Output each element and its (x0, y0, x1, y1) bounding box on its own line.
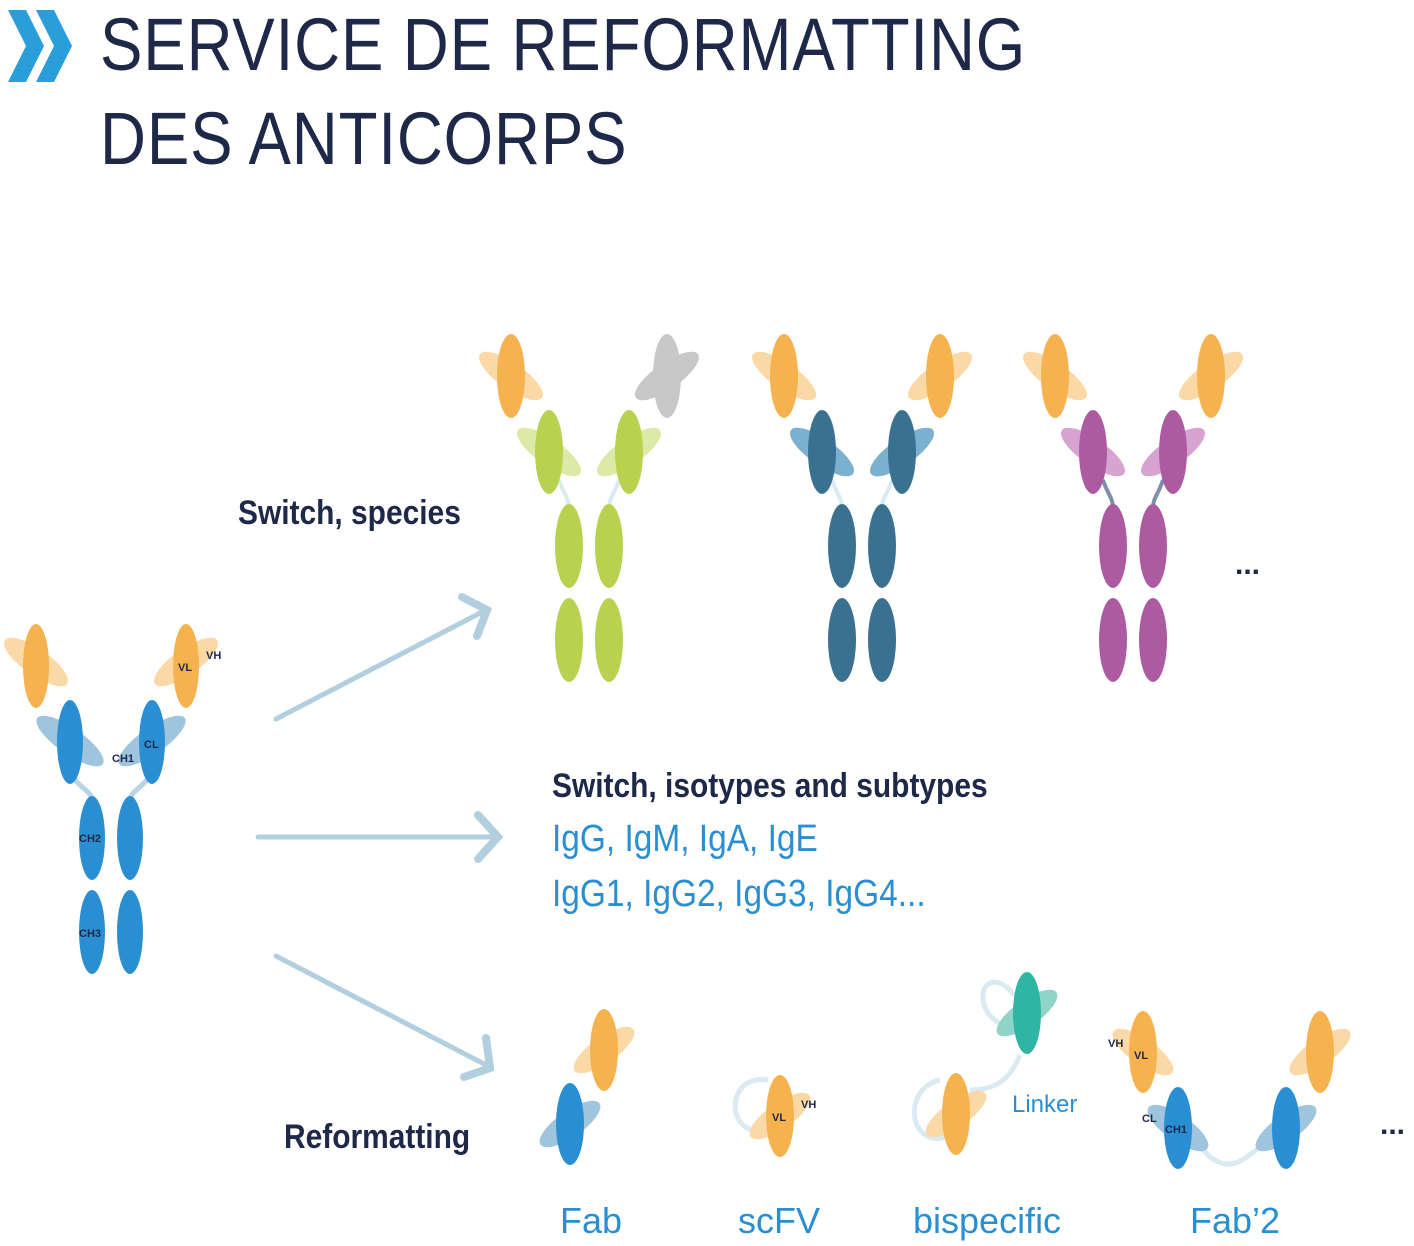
format-label-fab2: Fab’2 (1190, 1200, 1281, 1241)
bispecific-format: Linker (911, 972, 1077, 1155)
vh-label: VH (206, 650, 221, 662)
fab2-ch1-label: CH1 (1165, 1124, 1187, 1136)
ch2-domain-right (595, 504, 623, 588)
ch1-domain-left (57, 700, 83, 784)
ch1-domain-right (1159, 410, 1187, 494)
ch1-domain-left (535, 410, 563, 494)
ch2-label: CH2 (79, 833, 101, 845)
page-title-line-2: DES ANTICORPS (100, 97, 628, 180)
ch2-domain-left (555, 504, 583, 588)
ch2-domain-right (1139, 504, 1167, 588)
vl-domain-right (926, 334, 954, 418)
species-ellipsis: ... (1235, 548, 1260, 581)
ch1-domain-left (1079, 410, 1107, 494)
ch1-domain-right (139, 700, 165, 784)
ch3-domain-left (828, 598, 856, 682)
ch3-domain-left (555, 598, 583, 682)
ch1-label: CH1 (112, 753, 134, 765)
ch3-domain-left (1099, 598, 1127, 682)
ch3-domain-right (595, 598, 623, 682)
ch1-domain-left (808, 410, 836, 494)
isotype-switch-label: Switch, isotypes and subtypes (552, 767, 988, 805)
ch2-domain-left (828, 504, 856, 588)
formats-ellipsis: ... (1380, 1108, 1405, 1141)
ch3-domain-right (1139, 598, 1167, 682)
fab2-vh-label: VH (1108, 1038, 1123, 1050)
ch2-domain-right (868, 504, 896, 588)
ch2-domain-right (117, 796, 143, 880)
antibody-species-purple (1022, 334, 1244, 682)
ch3-label: CH3 (79, 928, 101, 940)
ch2-domain-left (1099, 504, 1127, 588)
subtype-list: IgG1, IgG2, IgG3, IgG4... (552, 873, 926, 915)
isotype-list: IgG, IgM, IgA, IgE (552, 818, 818, 860)
cl-label: CL (144, 739, 159, 751)
antibody-species-teal (751, 334, 973, 682)
fab2-vl-label: VL (1134, 1050, 1148, 1062)
vl-domain-left (770, 334, 798, 418)
arrow-to-isotypes (255, 811, 504, 863)
reformatting-label: Reformatting (284, 1118, 471, 1156)
format-label-fab: Fab (560, 1200, 623, 1241)
scfv-vl-label: VL (772, 1112, 786, 1124)
ch1-domain-right (888, 410, 916, 494)
vl-domain-right (1197, 334, 1225, 418)
arrow-to-reformatting (273, 953, 495, 1081)
vl-domain-left (497, 334, 525, 418)
ch1-domain-right (615, 410, 643, 494)
source-antibody: VL VH CL CH1 CH2 CH3 (3, 624, 221, 974)
vl-domain-right (653, 334, 681, 418)
vl-domain-left (23, 624, 49, 708)
antibody-species-lime (478, 334, 700, 682)
vl-domain-left (1041, 334, 1069, 418)
ch3-domain-left (79, 890, 105, 974)
scfv-vh-label: VH (801, 1099, 816, 1111)
page-title-line-1: SERVICE DE REFORMATTING (100, 3, 1027, 86)
format-label-bispecific: bispecific (913, 1200, 1062, 1241)
ch3-domain-right (117, 890, 143, 974)
arrow-to-species (273, 593, 493, 722)
vl-domain-right (173, 624, 199, 708)
fab-format (539, 1009, 635, 1165)
fab2-cl-label: CL (1142, 1113, 1157, 1125)
ch3-domain-right (868, 598, 896, 682)
ch2-domain-left (79, 796, 105, 880)
vl-label: VL (178, 662, 192, 674)
fab2-format: VH VL CL CH1 (1108, 1011, 1351, 1169)
scfv-format: VL VH (732, 1075, 816, 1157)
linker-label: Linker (1012, 1091, 1077, 1118)
species-switch-label: Switch, species (238, 494, 461, 532)
format-label-scfv: scFV (738, 1200, 821, 1241)
double-chevron-right-icon (8, 10, 72, 82)
